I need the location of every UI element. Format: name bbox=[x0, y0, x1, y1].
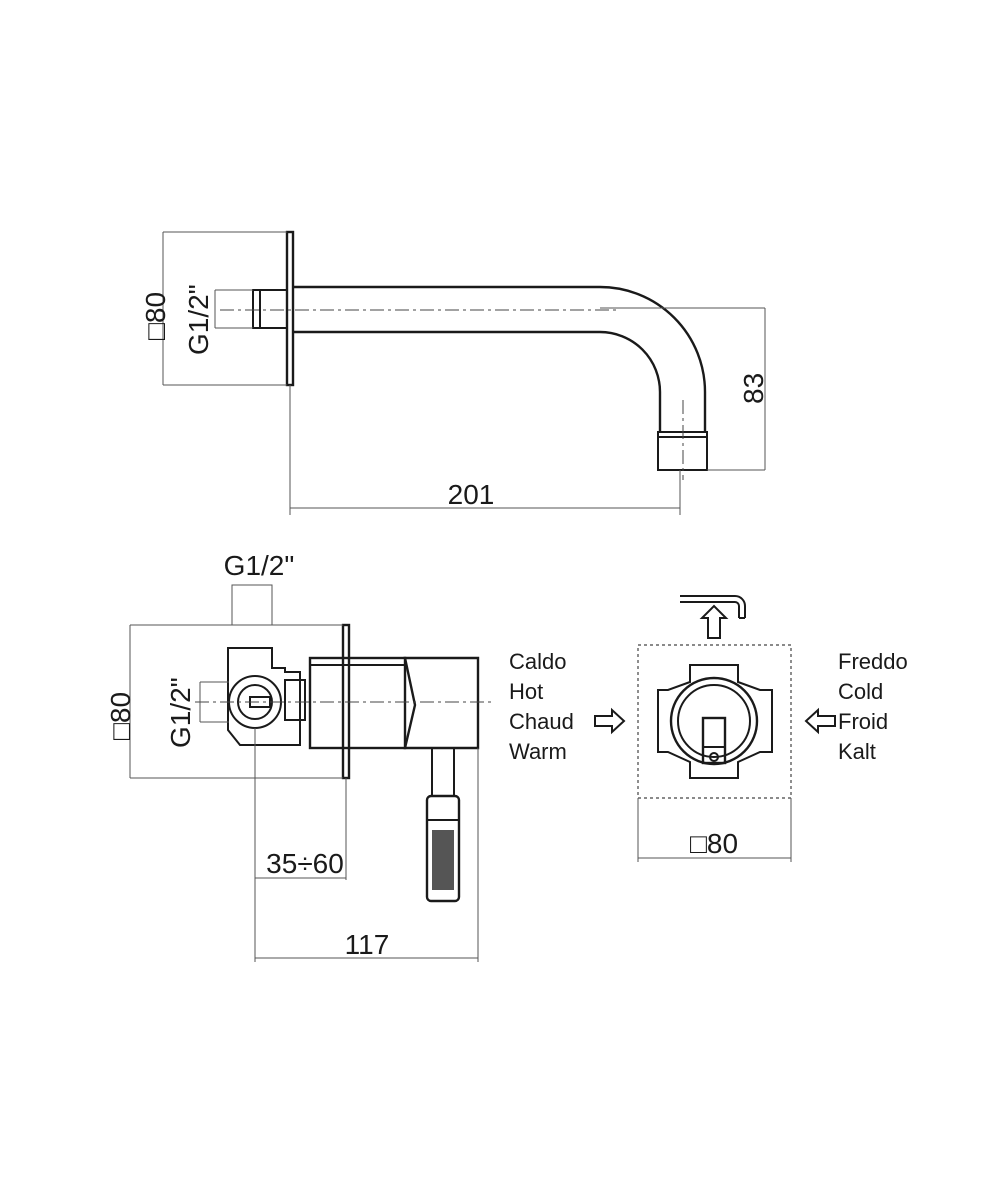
box-plate-outline bbox=[637, 644, 792, 799]
spout-view: □80 G1/2" 83 201 bbox=[140, 230, 769, 515]
mixer-handle-head bbox=[403, 656, 480, 750]
hot-label-hot: Hot bbox=[509, 679, 543, 704]
spout-tube-inner bbox=[293, 330, 662, 432]
mixer-side-thread-label: G1/2" bbox=[165, 677, 196, 748]
mixer-body-housing bbox=[227, 647, 301, 746]
cold-label-kalt: Kalt bbox=[838, 739, 876, 764]
spout-plate-size-label: □80 bbox=[140, 292, 171, 340]
box-cartridge-lever bbox=[701, 716, 727, 765]
mixer-depth-range-label: 35÷60 bbox=[266, 848, 344, 879]
box-ring-outer bbox=[669, 676, 759, 766]
cold-label-cold: Cold bbox=[838, 679, 883, 704]
mixer-lever-grip bbox=[425, 794, 461, 903]
hot-label-warm: Warm bbox=[509, 739, 567, 764]
spout-length-label: 201 bbox=[448, 479, 495, 510]
cold-label-freddo: Freddo bbox=[838, 649, 908, 674]
cold-label-froid: Froid bbox=[838, 709, 888, 734]
box-body bbox=[657, 664, 773, 779]
mixer-cartridge-body bbox=[308, 656, 407, 750]
mixer-lever-knurl bbox=[432, 830, 454, 890]
box-size-label: □80 bbox=[690, 828, 738, 859]
outlet-spout-icon bbox=[680, 595, 746, 618]
mixer-top-thread-label: G1/2" bbox=[224, 550, 295, 581]
spout-thread-label: G1/2" bbox=[183, 284, 214, 355]
outlet-arrow bbox=[699, 604, 729, 639]
mixer-length-label: 117 bbox=[345, 929, 390, 960]
mixer-top-inlet bbox=[231, 584, 273, 626]
hot-label-caldo: Caldo bbox=[509, 649, 566, 674]
spout-height-label: 83 bbox=[738, 373, 769, 404]
spout-thread-nipple bbox=[252, 289, 288, 329]
cold-inlet-arrow bbox=[804, 707, 836, 735]
box-ring-inner bbox=[677, 684, 751, 758]
hot-inlet-arrow bbox=[594, 707, 626, 735]
mixer-lever-neck bbox=[431, 747, 455, 797]
hot-label-chaud: Chaud bbox=[509, 709, 574, 734]
mixer-side-view: G1/2" □80 G1/2" 35÷60 117 bbox=[105, 550, 495, 962]
mixer-front-view: □80 Caldo Hot Chaud Warm Freddo Cold Fro… bbox=[509, 595, 908, 862]
mixer-plate-size-label: □80 bbox=[105, 692, 136, 740]
spout-tube-outer bbox=[293, 285, 707, 432]
